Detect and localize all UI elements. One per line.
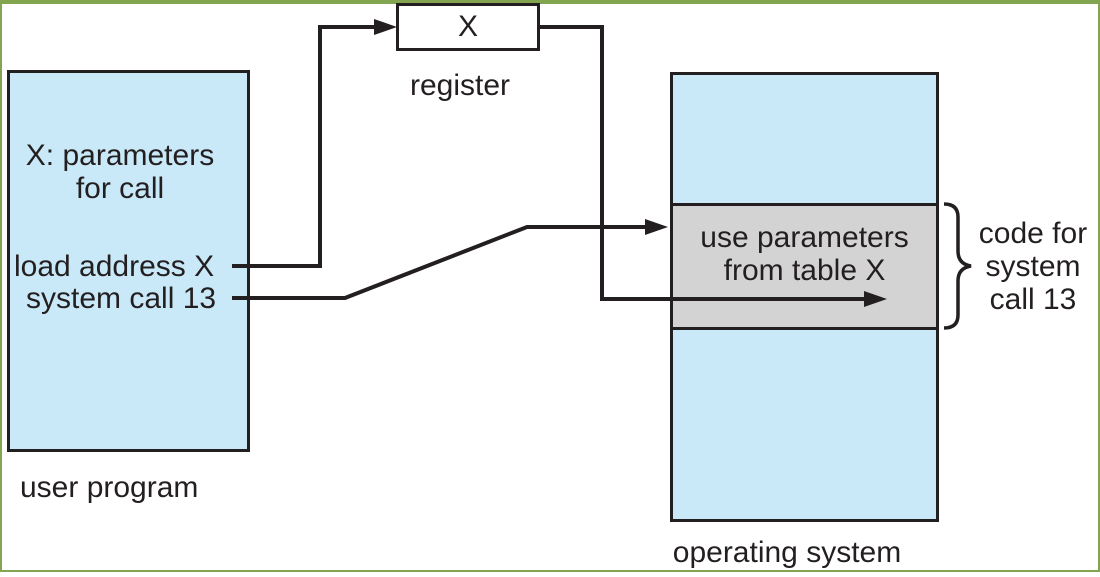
operating-system-label: operating system <box>672 536 902 569</box>
user-program-label: user program <box>20 471 199 504</box>
parameter-table-text: X: parameters for call <box>10 139 230 205</box>
register-label: register <box>409 69 511 102</box>
brace-label-line1: code for <box>978 217 1088 250</box>
register-box: X <box>396 3 540 51</box>
register-value: X <box>457 10 478 43</box>
brace-label: code for system call 13 <box>963 217 1100 316</box>
brace-label-line2: system <box>985 250 1081 283</box>
handler-line1: use parameters <box>700 221 909 254</box>
brace-label-line3: call 13 <box>989 283 1077 316</box>
parameter-table-line2: for call <box>75 172 165 205</box>
instruction-load-address: load address X <box>14 250 215 283</box>
handler-text: use parameters from table X <box>676 221 933 287</box>
instruction-system-call: system call 13 <box>26 282 217 315</box>
handler-line2: from table X <box>723 254 886 287</box>
user-program-box <box>7 70 250 452</box>
parameter-table-line1: X: parameters <box>25 139 215 172</box>
